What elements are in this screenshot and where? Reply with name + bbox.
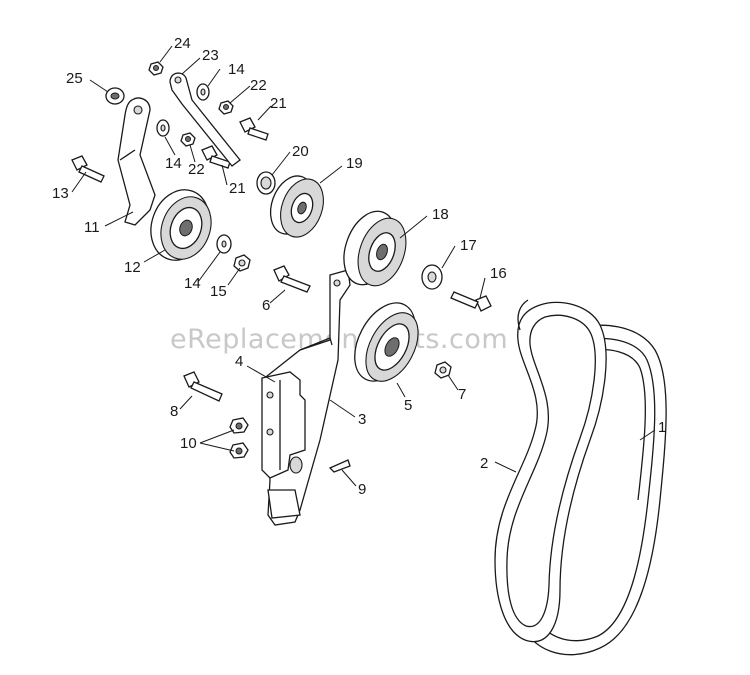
callout-15: 15 — [210, 283, 227, 300]
idler-pulley-12 — [150, 189, 212, 261]
bushing-20 — [256, 171, 276, 195]
nut-24 — [148, 61, 164, 76]
callout-7: 7 — [458, 386, 466, 403]
callout-19: 19 — [346, 155, 363, 172]
callout-2: 2 — [480, 455, 488, 472]
drive-belt-inner — [494, 299, 607, 643]
callout-8: 8 — [170, 403, 178, 420]
nut-15 — [233, 254, 251, 272]
callout-25: 25 — [66, 70, 83, 87]
pulley-19 — [269, 175, 324, 238]
lock-nut-22b — [180, 132, 196, 147]
callout-9: 9 — [358, 481, 366, 498]
callout-23: 23 — [202, 47, 219, 64]
bolt-6 — [273, 265, 311, 293]
bolt-21b — [201, 145, 231, 169]
callout-14-low: 14 — [184, 275, 201, 292]
bolt-21a — [239, 117, 269, 141]
callout-12: 12 — [124, 259, 141, 276]
callout-11: 11 — [84, 219, 100, 236]
flange-screw-10a — [229, 417, 249, 434]
callout-13: 13 — [52, 185, 69, 202]
callout-18: 18 — [432, 206, 449, 223]
callout-3: 3 — [358, 411, 366, 428]
cotter-pin-9 — [328, 459, 351, 473]
callout-17: 17 — [460, 237, 477, 254]
flange-screw-10b — [229, 442, 249, 459]
callout-1: 1 — [658, 419, 666, 436]
callout-labels: 1 2 3 4 5 6 7 8 9 10 11 12 13 14 14 14 1… — [52, 35, 666, 498]
bolt-8 — [183, 371, 223, 402]
spacer-25 — [105, 87, 125, 105]
washer-14a — [196, 83, 210, 101]
nut-7 — [434, 361, 452, 379]
callout-20: 20 — [292, 143, 309, 160]
callout-14-mid: 14 — [165, 155, 182, 172]
washer-14b — [156, 119, 170, 137]
idler-pulley-18 — [343, 210, 407, 287]
bolt-13 — [71, 155, 105, 183]
callout-6: 6 — [262, 297, 270, 314]
bolt-16 — [450, 291, 492, 312]
callout-10: 10 — [180, 435, 197, 452]
callout-5: 5 — [404, 397, 412, 414]
lock-nut-22a — [218, 100, 234, 115]
idler-lever-23 — [169, 72, 241, 167]
callout-21-low: 21 — [229, 180, 246, 197]
callout-4: 4 — [235, 353, 243, 370]
callout-22-top: 22 — [250, 77, 267, 94]
idler-pulley-5 — [354, 302, 419, 382]
spacer-17 — [421, 264, 443, 290]
callout-21-top: 21 — [270, 95, 287, 112]
washer-14c — [216, 234, 232, 254]
leader-lines — [71, 45, 656, 487]
callout-22-low: 22 — [188, 161, 205, 178]
callout-24: 24 — [174, 35, 191, 52]
callout-16: 16 — [490, 265, 507, 282]
idler-arm-11 — [117, 97, 156, 226]
callout-14-top: 14 — [228, 61, 245, 78]
mounting-bracket — [261, 371, 306, 519]
